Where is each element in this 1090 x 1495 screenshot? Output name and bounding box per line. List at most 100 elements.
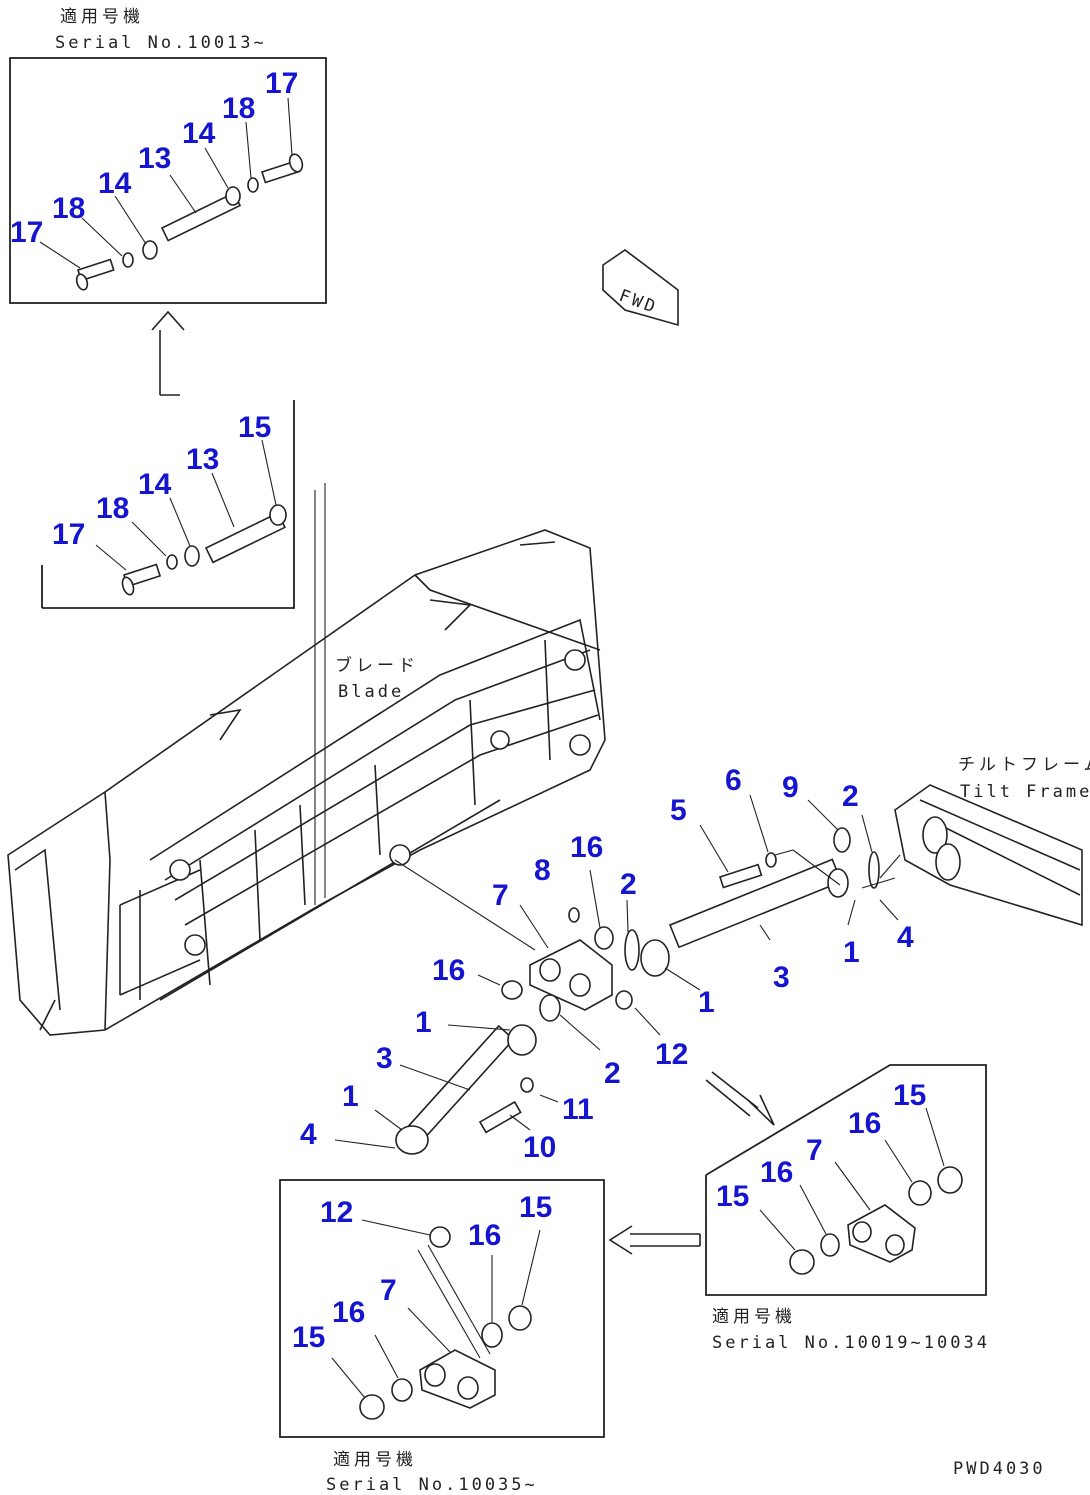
callout-4: 4 bbox=[897, 921, 914, 954]
callout-2: 2 bbox=[620, 868, 637, 901]
inset-serial-10035: 12 16 15 7 16 15 適用号機 Serial No.10035~ bbox=[279, 1179, 605, 1495]
bushing-16-right bbox=[908, 1180, 932, 1206]
callout-1: 1 bbox=[698, 986, 715, 1019]
inset-pin-assembly: 17 18 14 13 15 bbox=[41, 400, 295, 609]
shim-2-right bbox=[868, 851, 880, 889]
tilt-frame-label-jp: チルトフレーム bbox=[958, 755, 1090, 775]
bolt-17-right bbox=[260, 153, 304, 184]
blade: ブレード Blade bbox=[7, 529, 606, 1036]
bushing-15-left bbox=[789, 1249, 815, 1275]
callout-18: 18 bbox=[222, 92, 255, 125]
callout-8: 8 bbox=[534, 854, 551, 887]
grease-fitting-9 bbox=[833, 827, 851, 853]
callout-12: 12 bbox=[655, 1038, 688, 1071]
callout-13: 13 bbox=[138, 142, 171, 175]
callout-17: 17 bbox=[52, 518, 85, 551]
end-1-upper bbox=[640, 939, 670, 977]
callout-15: 15 bbox=[238, 411, 271, 444]
drawing-id: PWD4030 bbox=[953, 1459, 1046, 1479]
callout-12: 12 bbox=[320, 1196, 353, 1229]
spacer-14-left bbox=[142, 240, 158, 260]
tilt-frame: チルトフレーム Tilt Frame bbox=[879, 755, 1090, 927]
bolt-10 bbox=[478, 1100, 522, 1134]
tilt-frame-label-en: Tilt Frame bbox=[960, 782, 1090, 802]
bolt-17-left bbox=[75, 258, 115, 291]
washer-18-right bbox=[247, 177, 259, 193]
inset-serial-10019-10034: 15 16 7 16 15 適用号機 Serial No.10019~10034 bbox=[705, 1064, 990, 1353]
bushing-16-left bbox=[391, 1378, 413, 1402]
mid-note-jp: 適用号機 bbox=[712, 1307, 796, 1327]
fitting-8 bbox=[568, 907, 580, 923]
callout-16: 16 bbox=[760, 1156, 793, 1189]
shim-2 bbox=[624, 929, 640, 971]
blade-label-jp: ブレード bbox=[335, 655, 419, 676]
bushing-16-b bbox=[501, 980, 523, 1000]
bushing-15 bbox=[269, 504, 287, 526]
callout-5: 5 bbox=[670, 794, 687, 827]
washer-11 bbox=[520, 1077, 534, 1093]
callout-7: 7 bbox=[806, 1134, 823, 1167]
fitting-12 bbox=[615, 990, 633, 1010]
callout-2: 2 bbox=[842, 780, 859, 813]
callout-6: 6 bbox=[725, 764, 742, 797]
fwd-marker: FWD bbox=[602, 249, 679, 327]
arrow-to-right-inset bbox=[705, 1071, 775, 1126]
arrow-to-top-inset bbox=[151, 310, 185, 396]
bottom-note-serial: Serial No.10035~ bbox=[326, 1475, 538, 1495]
bushing-15-left bbox=[359, 1394, 385, 1420]
bottom-note-jp: 適用号機 bbox=[333, 1450, 417, 1470]
bushing-16-left bbox=[820, 1233, 840, 1257]
bushing-16-right bbox=[481, 1322, 503, 1348]
shim-2-lower bbox=[539, 994, 561, 1022]
callout-15: 15 bbox=[292, 1321, 325, 1354]
washer-18 bbox=[166, 554, 178, 570]
callout-15: 15 bbox=[519, 1191, 552, 1224]
callout-16: 16 bbox=[332, 1296, 365, 1329]
inset-frame-top bbox=[9, 57, 327, 304]
callout-15: 15 bbox=[716, 1180, 749, 1213]
callout-18: 18 bbox=[52, 192, 85, 225]
callout-11: 11 bbox=[562, 1093, 594, 1126]
top-note-serial: Serial No.10013~ bbox=[55, 33, 267, 53]
callout-2: 2 bbox=[604, 1057, 621, 1090]
spacer-14-right bbox=[225, 186, 241, 206]
callout-16: 16 bbox=[432, 954, 465, 987]
bushing-15-right bbox=[937, 1166, 963, 1194]
block-7 bbox=[529, 939, 613, 1011]
bolt-5 bbox=[718, 863, 763, 889]
bolt-17 bbox=[121, 563, 162, 596]
callout-9: 9 bbox=[782, 771, 799, 804]
inset-frame-bottom bbox=[279, 1179, 605, 1438]
fitting-12 bbox=[429, 1226, 451, 1248]
callout-14: 14 bbox=[98, 167, 132, 200]
callout-1: 1 bbox=[843, 936, 860, 969]
callout-4: 4 bbox=[300, 1118, 317, 1151]
end-1-lower-bottom bbox=[395, 1125, 429, 1155]
inset-serial-10013: 適用号機 Serial No.10013~ 17 18 14 13 14 bbox=[9, 7, 327, 304]
spacer-14 bbox=[184, 545, 200, 567]
callout-1: 1 bbox=[415, 1006, 432, 1039]
blade-label-en: Blade bbox=[338, 682, 404, 702]
callout-16: 16 bbox=[570, 831, 603, 864]
callout-17: 17 bbox=[265, 67, 298, 100]
bushing-16-a bbox=[594, 926, 614, 950]
mid-note-serial: Serial No.10019~10034 bbox=[712, 1333, 990, 1353]
callout-16: 16 bbox=[848, 1107, 881, 1140]
callout-1: 1 bbox=[342, 1080, 359, 1113]
callout-7: 7 bbox=[492, 879, 509, 912]
washer-18-left bbox=[122, 252, 134, 268]
end-1-lower-top bbox=[507, 1024, 537, 1056]
callout-10: 10 bbox=[523, 1131, 556, 1164]
callout-7: 7 bbox=[380, 1274, 397, 1307]
link-assembly: 5 6 9 2 16 8 2 7 16 1 3 1 4 12 2 1 3 1 4… bbox=[300, 764, 914, 1164]
callout-17: 17 bbox=[10, 216, 43, 249]
callout-13: 13 bbox=[186, 443, 219, 476]
callout-15: 15 bbox=[893, 1079, 926, 1112]
callout-14: 14 bbox=[138, 468, 172, 501]
callout-14: 14 bbox=[182, 117, 216, 150]
bushing-15-right bbox=[508, 1305, 532, 1331]
arrow-to-bottom-inset bbox=[608, 1225, 701, 1255]
callout-16: 16 bbox=[468, 1219, 501, 1252]
callout-3: 3 bbox=[773, 961, 790, 994]
